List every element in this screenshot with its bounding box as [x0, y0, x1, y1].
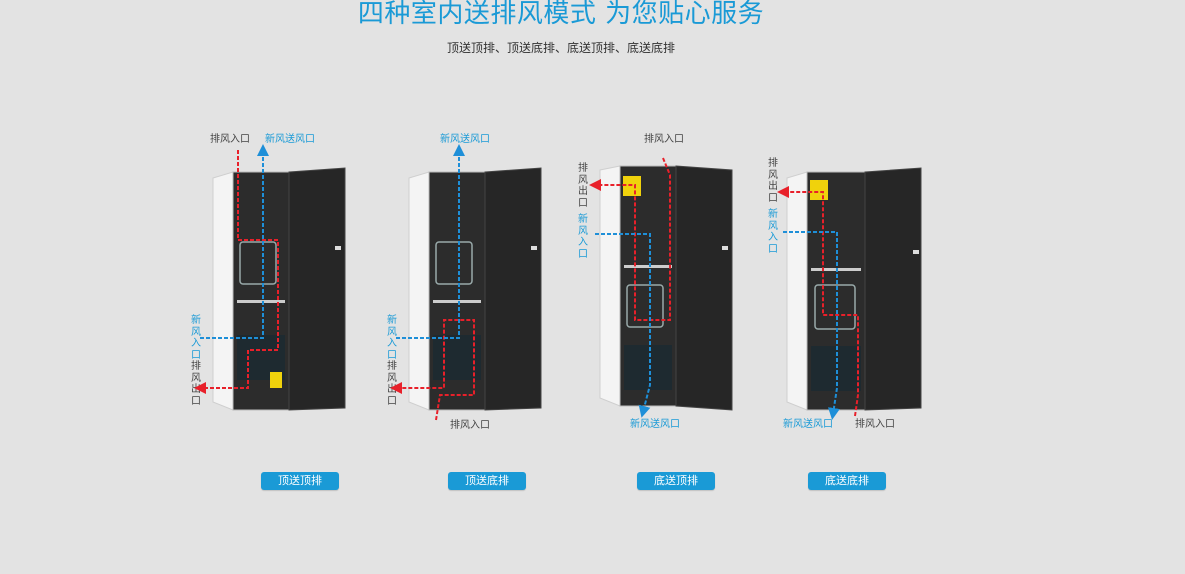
- exhaust-in-label: 排风入口: [855, 419, 895, 430]
- fresh-out-label: 新风送风口: [630, 419, 680, 430]
- mode-button-top-supply-top-exhaust[interactable]: 顶送顶排: [261, 472, 339, 490]
- cabinet-illustration: [194, 144, 346, 411]
- mode-button-bottom-supply-bottom-exhaust[interactable]: 底送底排: [808, 472, 886, 490]
- exhaust-in-label: 排风入口: [450, 420, 490, 431]
- cabinet-illustration: [390, 144, 542, 421]
- mode-diagram-2: 新风送风口 新风入口 排风出口 排风入口: [384, 120, 564, 440]
- fresh-out-label: 新风送风口: [440, 134, 490, 145]
- fresh-in-label: 新风入口: [578, 214, 588, 260]
- fresh-in-label: 新风入口: [387, 315, 397, 361]
- cabinet-illustration: [777, 167, 922, 420]
- mode-diagram-1: 排风入口 新风送风口 新风入口 排风出口: [188, 120, 368, 440]
- mode-button-top-supply-bottom-exhaust[interactable]: 顶送底排: [448, 472, 526, 490]
- cabinet-illustration: [589, 157, 733, 418]
- exhaust-in-label: 排风入口: [210, 134, 250, 145]
- fresh-out-label: 新风送风口: [783, 419, 833, 430]
- page-subtitle: 顶送顶排、顶送底排、底送顶排、底送底排: [446, 41, 675, 55]
- exhaust-out-label: 排风出口: [768, 158, 778, 204]
- mode-button-bottom-supply-top-exhaust[interactable]: 底送顶排: [637, 472, 715, 490]
- page-title: 四种室内送排风模式 为您贴心服务: [357, 0, 765, 29]
- fresh-out-label: 新风送风口: [265, 134, 315, 145]
- exhaust-out-label: 排风出口: [578, 163, 588, 209]
- fresh-in-label: 新风入口: [191, 315, 201, 361]
- mode-diagram-3: 排风入口 排风出口 新风入口 新风送风口: [575, 120, 755, 440]
- exhaust-in-label: 排风入口: [644, 134, 684, 145]
- mode-diagram-4: 排风出口 新风入口 新风送风口 排风入口: [765, 120, 945, 440]
- fresh-in-label: 新风入口: [768, 209, 778, 255]
